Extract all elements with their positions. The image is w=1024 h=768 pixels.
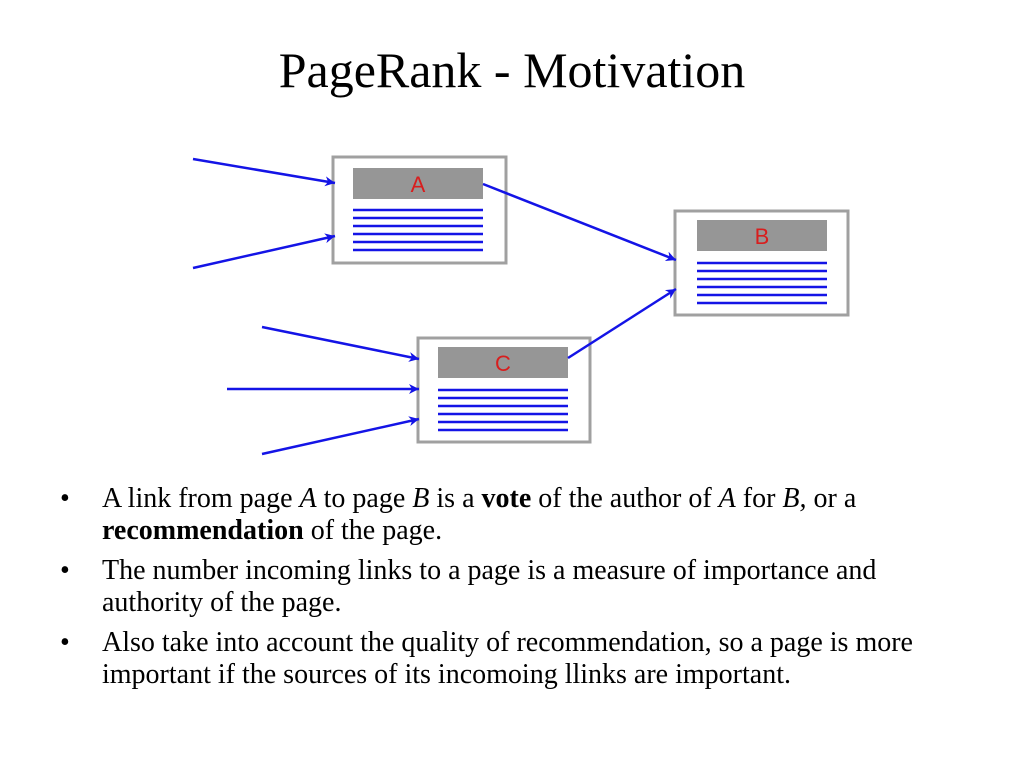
page-b-label: B (755, 224, 770, 249)
page-c: C (416, 336, 592, 444)
incoming-link-to-a-1 (192, 157, 336, 187)
page-b: B (673, 209, 850, 317)
page-b-ref: B (412, 483, 430, 514)
bullet-marker: • (60, 483, 70, 514)
bullet-text: for (735, 483, 783, 514)
link-c-to-b (567, 287, 677, 360)
bullet-text: A link from page (102, 483, 300, 514)
bullet-item-quality: • Also take into account the quality of … (60, 627, 970, 691)
page-a-label: A (411, 172, 426, 197)
page-a-ref: A (299, 483, 317, 514)
incoming-link-to-c-3 (261, 416, 420, 456)
bullet-text: or a (806, 483, 857, 514)
incoming-link-to-c-1 (261, 325, 420, 362)
page-c-label: C (495, 351, 511, 376)
link-a-to-b (482, 182, 677, 262)
page-a-text-lines (353, 208, 483, 252)
bullet-marker: • (60, 555, 70, 586)
bullet-text: to page (316, 483, 413, 514)
bullet-text: of the author of (531, 483, 719, 514)
page-a: A (331, 155, 508, 265)
bullet-item-link-vote: • A link from page A to page B is a vote… (60, 483, 970, 547)
pagerank-diagram: A B (192, 155, 850, 456)
bullet-list: • A link from page A to page B is a vote… (60, 483, 970, 699)
page-b-ref: B, (782, 483, 807, 514)
bullet-text: of the page. (303, 515, 443, 546)
incoming-link-to-a-2 (192, 233, 336, 270)
bullet-item-incoming-links: • The number incoming links to a page is… (60, 555, 970, 619)
vote-term: vote (481, 483, 532, 514)
page-b-text-lines (697, 261, 827, 305)
bullet-text: is a (429, 483, 482, 514)
slide-title: PageRank - Motivation (278, 42, 746, 98)
bullet-text: Also take into account the quality of re… (102, 627, 913, 690)
recommendation-term: recommendation (102, 515, 304, 546)
bullet-text: The number incoming links to a page is a… (102, 555, 877, 618)
bullet-marker: • (60, 627, 70, 658)
page-a-ref: A (718, 483, 736, 514)
page-c-text-lines (438, 388, 568, 432)
